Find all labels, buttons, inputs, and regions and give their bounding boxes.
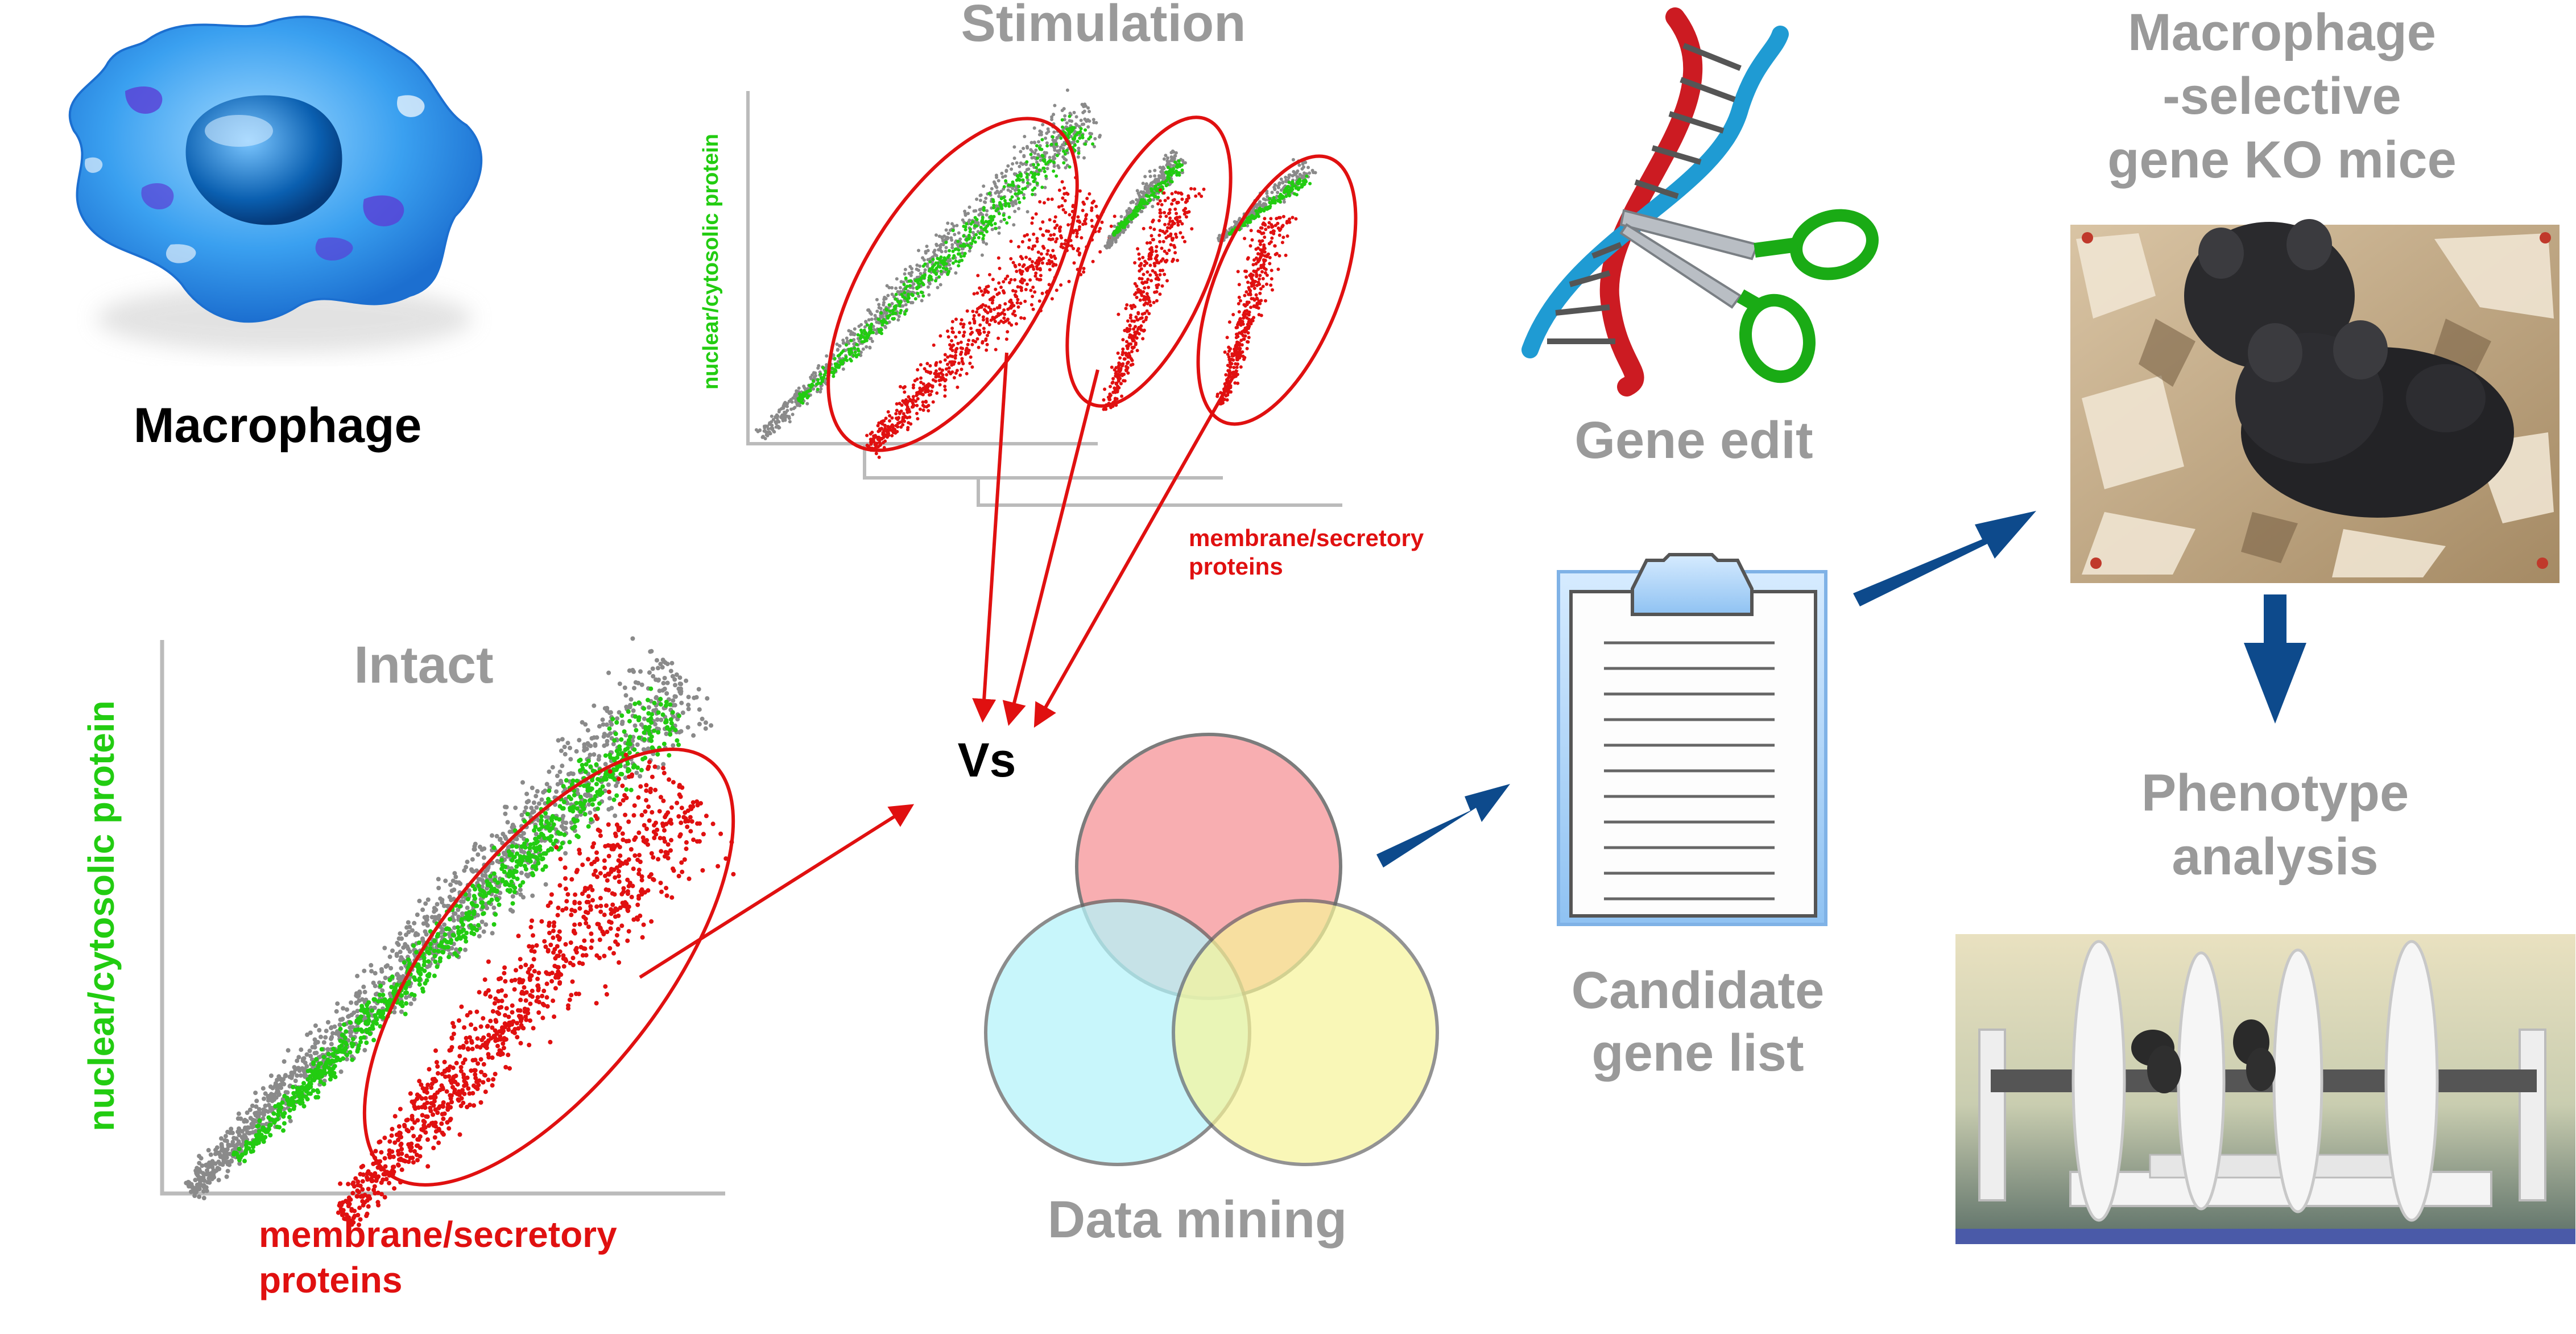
macrophage-cell-icon [68, 15, 483, 353]
vs-label: Vs [958, 733, 1016, 787]
intact-axes [160, 640, 725, 1196]
intact-to-vs-arrow [639, 804, 915, 979]
intact-label: Intact [354, 636, 493, 694]
phenotype-label-2: analysis [2172, 828, 2378, 886]
ko-mice-label-1: Macrophage [2128, 3, 2436, 61]
ko-mice-label-3: gene KO mice [2107, 131, 2457, 189]
stimulation-axes [746, 91, 1342, 507]
intact-x-axis-label-2: proteins [259, 1259, 402, 1300]
candidate-label-2: gene list [1591, 1024, 1804, 1082]
stimulation-scatter [754, 88, 1317, 459]
ko-mice-label-2: -selective [2162, 67, 2401, 125]
intact-scatter [184, 636, 736, 1228]
stim-x-axis-label-1: membrane/secretory [1189, 524, 1424, 551]
dna-scissors-icon [1521, 7, 1879, 397]
running-wheel-photo [1955, 934, 2575, 1244]
candidate-label-1: Candidate [1572, 961, 1825, 1019]
venn-diagram [984, 733, 1439, 1166]
phenotype-label-1: Phenotype [2141, 764, 2409, 822]
intact-y-axis-label: nuclear/cytosolic protein [81, 700, 122, 1131]
stim-y-axis-label: nuclear/cytosolic protein [699, 134, 723, 390]
data-mining-label: Data mining [1048, 1191, 1347, 1249]
intact-ellipse [362, 747, 735, 1187]
navy-arrows [1376, 511, 2306, 868]
clipboard-icon [1557, 553, 1827, 926]
gene-edit-label: Gene edit [1574, 411, 1813, 469]
mice-photo [2070, 219, 2560, 583]
stim-to-vs-arrows [972, 352, 1239, 728]
stimulation-label: Stimulation [961, 0, 1246, 52]
intact-x-axis-label-1: membrane/secretory [259, 1214, 617, 1255]
stim-x-axis-label-2: proteins [1189, 553, 1283, 580]
macrophage-label: Macrophage [134, 398, 422, 453]
stimulation-ellipses [826, 115, 1358, 452]
